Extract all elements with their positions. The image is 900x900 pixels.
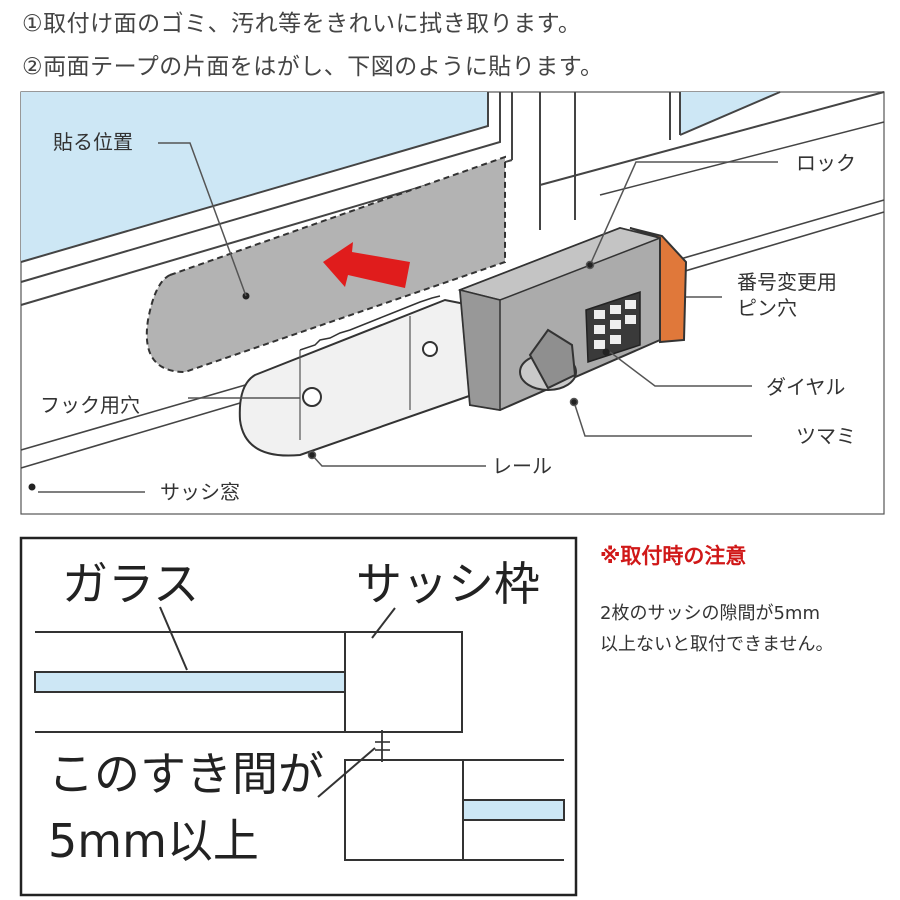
label-rail: レール: [492, 454, 552, 478]
dial: [585, 290, 641, 364]
label-sash-window: サッシ窓: [160, 480, 240, 504]
step-2-text: ②両面テープの片面をはがし、下図のように貼ります。: [22, 54, 604, 80]
glass-layer-left: [34, 671, 346, 693]
caution-line-2: 以上ないと取付できません。: [600, 634, 834, 655]
label-knob: ツマミ: [796, 424, 856, 448]
label-gap-line2: 5mm以上: [48, 814, 259, 868]
label-pin-hole-2: ピン穴: [737, 296, 797, 320]
label-pin-hole-1: 番号変更用: [737, 270, 837, 294]
direction-arrow: [323, 242, 410, 288]
gap-diagram: ガラス サッシ枠 このすき間が 5mm以上: [19, 536, 578, 897]
label-paste-position: 貼る位置: [53, 130, 133, 154]
caution-title: ※取付時の注意: [600, 544, 747, 568]
rail-plate: [238, 298, 474, 457]
label-gap-line1: このすき間が: [48, 747, 324, 801]
window-illustration: 貼る位置 ロック 番号変更用 ピン穴 ダイヤル ツマミ フック用穴 レール サッ…: [20, 91, 885, 515]
sash-frame-right: [344, 759, 464, 861]
glass-layer-right: [462, 799, 565, 821]
knob: [519, 328, 577, 391]
sash-frame-left: [344, 631, 463, 733]
hook-hole: [302, 387, 322, 407]
label-hook-hole: フック用穴: [40, 393, 140, 417]
glass-pane: [21, 92, 488, 262]
label-glass: ガラス: [62, 557, 199, 611]
label-dial: ダイヤル: [766, 375, 845, 399]
caution-line-1: 2枚のサッシの隙間が5mm: [600, 603, 820, 624]
step-1-text: ①取付け面のゴミ、汚れ等をきれいに拭き取ります。: [22, 11, 582, 37]
pin-hole-cap: [629, 227, 688, 344]
caution-body: 2枚のサッシの隙間が5mm 以上ないと取付できません。: [600, 598, 833, 660]
label-sash-frame: サッシ枠: [356, 557, 540, 611]
label-lock: ロック: [796, 151, 856, 175]
